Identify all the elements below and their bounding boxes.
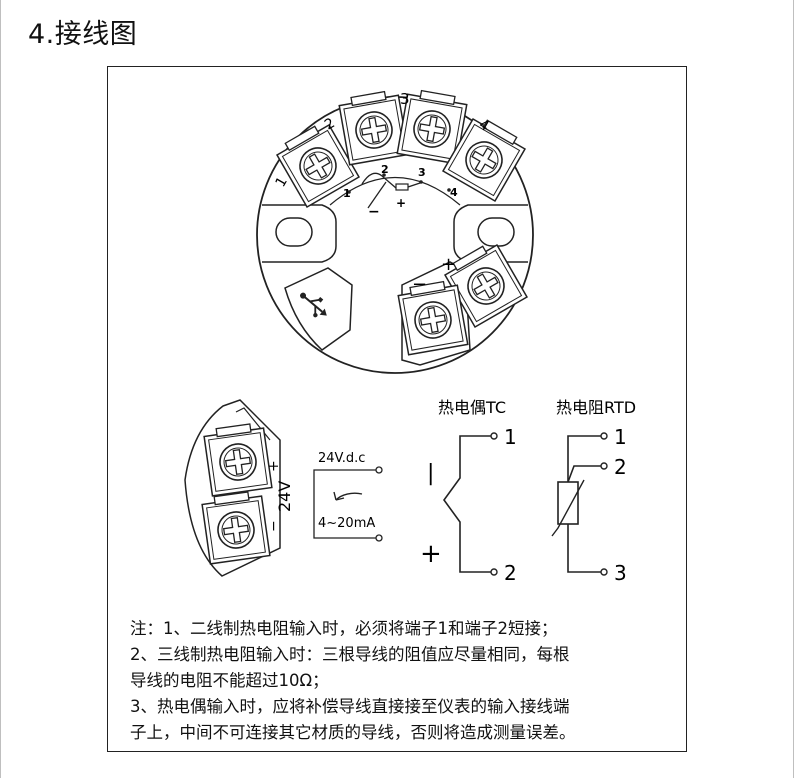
head-internal-label-3: 3 xyxy=(418,166,426,179)
notes-block: 注：1、二线制热电阻输入时，必须将端子1和端子2短接； 2、三线制热电阻输入时：… xyxy=(130,616,680,746)
rail-plus-label: + xyxy=(266,460,282,472)
thermocouple-terminal-2: 2 xyxy=(504,561,517,585)
note-line: 2、三线制热电阻输入时：三根导线的阻值应尽量相同，每根 xyxy=(130,645,570,664)
thermocouple-plus: + xyxy=(420,539,442,569)
head-output-plus: + xyxy=(441,254,456,275)
rtd-terminal-1: 1 xyxy=(614,425,627,449)
supply-voltage-label: 24V.d.c xyxy=(318,451,365,466)
rtd-symbol xyxy=(551,432,608,576)
note-line: 子上，中间不可连接其它材质的导线，否则将造成测量误差。 xyxy=(130,723,576,742)
thermocouple-title: 热电偶TC xyxy=(438,398,506,417)
rail-minus-label: − xyxy=(266,520,282,532)
note-line: 导线的电阻不能超过10Ω； xyxy=(130,671,329,690)
head-output-minus: − xyxy=(412,274,427,295)
diagram-frame xyxy=(107,66,687,752)
note-line: 3、热电偶输入时，应将补偿导线直接接至仪表的输入接线端 xyxy=(130,697,570,716)
thermocouple-symbol xyxy=(443,432,498,576)
thermocouple-terminal-1: 1 xyxy=(504,425,517,449)
note-line: 注：1、二线制热电阻输入时，必须将端子1和端子2短接； xyxy=(130,619,558,638)
usb-icon xyxy=(300,292,327,318)
head-center-minus: − xyxy=(368,204,380,220)
rtd-terminal-3: 3 xyxy=(614,561,627,585)
head-internal-label-4: 4 xyxy=(450,186,458,199)
head-center-plus: + xyxy=(396,196,406,210)
thermocouple-minus: | xyxy=(427,461,434,486)
head-sensor-symbol xyxy=(347,172,451,209)
supply-loop xyxy=(313,466,383,542)
head-internal-label-2: 2 xyxy=(381,163,389,176)
rail-voltage-label: 24V xyxy=(275,481,294,512)
rtd-terminal-2: 2 xyxy=(614,455,627,479)
head-internal-label-1: 1 xyxy=(343,187,351,200)
head-terminal-label-3: 3 xyxy=(400,90,410,108)
rtd-title: 热电阻RTD xyxy=(556,398,636,417)
section-title: 4.接线图 xyxy=(28,19,138,50)
supply-current-label: 4~20mA xyxy=(318,516,375,531)
